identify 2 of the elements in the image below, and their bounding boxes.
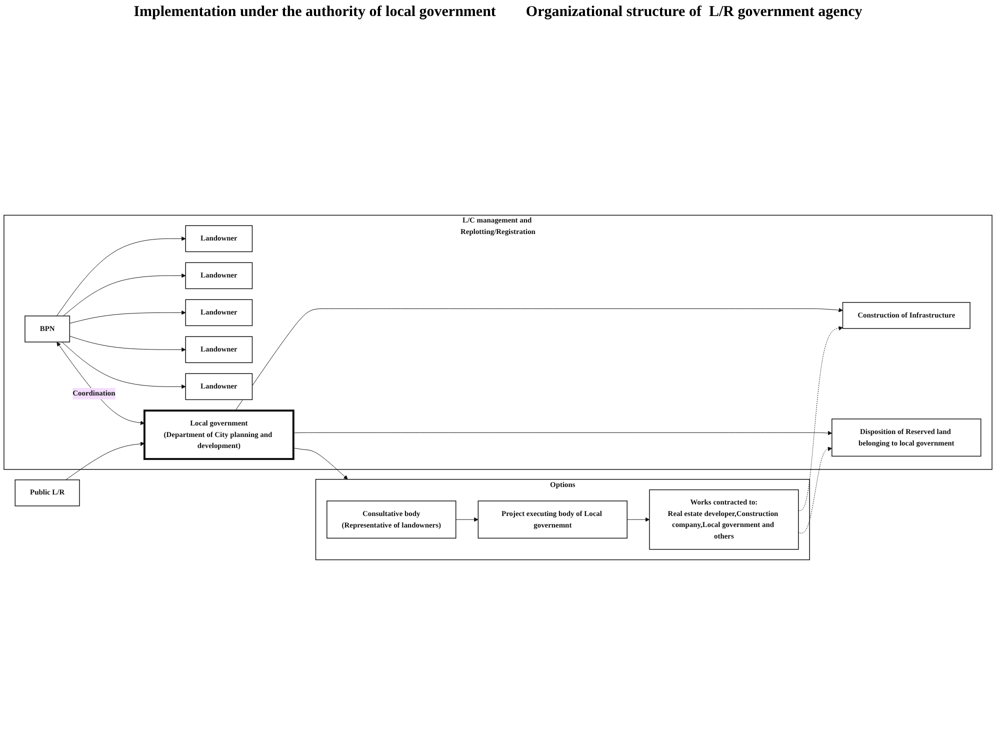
note-text: Organizational structure of L/R government agency	[526, 4, 862, 21]
note-text: Implementation under the authority of local government	[134, 4, 496, 21]
